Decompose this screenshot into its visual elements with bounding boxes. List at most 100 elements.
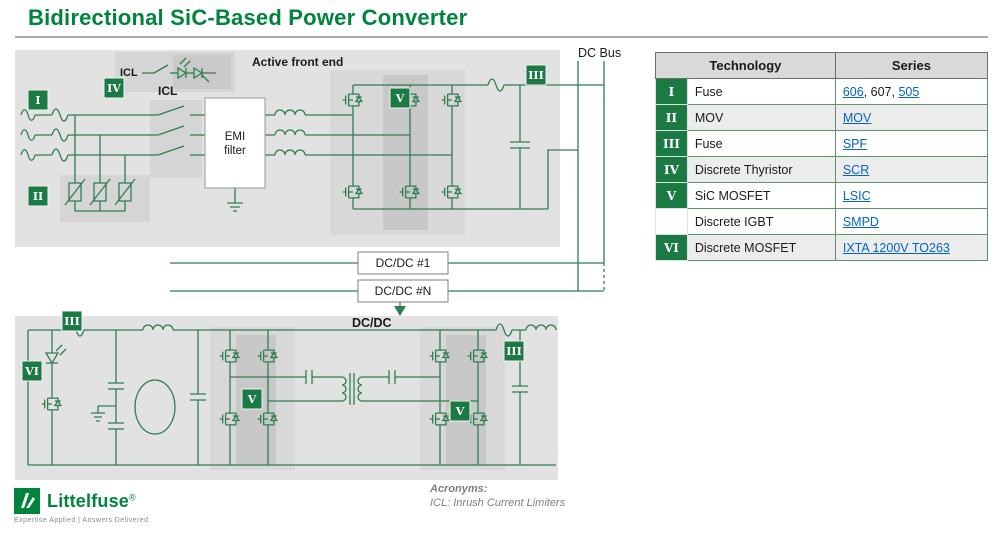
registered-mark: ®: [129, 492, 136, 503]
badge-afe-sic-mosfet: V: [389, 87, 411, 109]
input-fuse-icons: [51, 108, 69, 162]
badge-afe-input-fuse: I: [27, 89, 49, 111]
technology-cell: Fuse: [686, 130, 836, 157]
title-divider: [15, 36, 988, 38]
col-header-technology: Technology: [655, 52, 836, 79]
dc-output-fuse-icon: [487, 78, 604, 92]
series-link[interactable]: MOV: [842, 110, 872, 125]
technology-cell: MOV: [686, 104, 836, 131]
badge-dcdc-discrete-mosfet: VI: [21, 360, 43, 382]
svg-text:I: I: [35, 94, 40, 107]
svg-text:III: III: [64, 315, 79, 328]
series-link[interactable]: SPF: [842, 136, 868, 151]
svg-text:V: V: [455, 405, 465, 418]
secondary-bridge-wiring: [362, 330, 479, 465]
svg-text:VI: VI: [24, 365, 39, 378]
dc-link-capacitor-icon: [510, 85, 530, 209]
series-link[interactable]: LSIC: [842, 188, 871, 203]
footer-brand: Littelfuse® Expertise Applied | Answers …: [14, 488, 148, 524]
series-cell: SCR: [834, 156, 989, 183]
col-header-series: Series: [834, 52, 989, 79]
icl-precharge-circuit: [142, 57, 216, 83]
badge-dcdc-primary-bridge: V: [241, 388, 263, 410]
series-cell: SMPD: [834, 208, 989, 235]
row-numeral-badge: II: [655, 104, 688, 131]
svg-text:V: V: [395, 92, 405, 105]
brand-name: Littelfuse: [47, 490, 130, 511]
dcdc-block-background: [15, 316, 558, 480]
series-link[interactable]: IXTA 1200V TO263: [842, 240, 950, 255]
badge-afe-dc-fuse: III: [525, 64, 547, 86]
technology-cell: Discrete MOSFET: [686, 234, 836, 261]
row-numeral-badge: V: [655, 182, 688, 209]
emi-filter-box: EMI filter: [204, 97, 266, 189]
mov-varistor-network: [64, 115, 136, 212]
technology-cell: Fuse: [686, 78, 836, 105]
series-cell: MOV: [834, 104, 989, 131]
svg-text:IV: IV: [107, 82, 121, 95]
series-link[interactable]: 505: [898, 84, 920, 99]
y-capacitors-ground: [91, 330, 124, 465]
circuit-diagram: EMI filter DC/DC #1 DC/DC #N ICL Active …: [15, 46, 621, 480]
table-row: Discrete IGBT SMPD: [655, 208, 989, 235]
series-link[interactable]: SCR: [842, 162, 870, 177]
svg-text:III: III: [528, 69, 543, 82]
icl-top-label: ICL: [120, 67, 138, 79]
afe-bridge-wiring: [352, 84, 578, 210]
svg-text:II: II: [33, 190, 43, 203]
row-numeral-badge: IV: [655, 156, 688, 183]
emi-ground-icon: [227, 188, 243, 212]
badge-dcdc-output-fuse: III: [503, 340, 525, 362]
svg-text:III: III: [506, 345, 521, 358]
row-numeral-badge: VI: [655, 234, 688, 261]
dc-bus-rails: [577, 61, 605, 291]
common-mode-choke-icon: [134, 379, 176, 435]
acronyms-heading: Acronyms:: [430, 483, 488, 495]
acronyms-text: ICL: Inrush Current Limiters: [430, 497, 566, 510]
svg-text:V: V: [247, 393, 257, 406]
transformer-icon: [341, 373, 363, 405]
ac-source-icons: [20, 109, 36, 161]
dcdc-module-1-box: DC/DC #1: [357, 251, 449, 275]
badge-dcdc-secondary-bridge: V: [449, 400, 471, 422]
badge-afe-thyristor: IV: [103, 77, 125, 99]
icl-main-label: ICL: [158, 84, 177, 98]
acronyms-note: Acronyms: ICL: Inrush Current Limiters: [430, 482, 565, 511]
primary-bridge-wiring: [229, 330, 342, 465]
series-link[interactable]: 606: [842, 84, 864, 99]
circuit: [20, 57, 605, 466]
series-cell: SPF: [834, 130, 989, 157]
technology-cell: Discrete Thyristor: [686, 156, 836, 183]
dcdc-block-title: DC/DC: [352, 316, 392, 330]
emi-filter-label-2: filter: [224, 145, 246, 157]
line-inductor-icons: [274, 109, 306, 156]
series-cell: 606, 607, 505: [834, 78, 989, 105]
page-title: Bidirectional SiC-Based Power Converter: [28, 5, 468, 30]
row-numeral-badge: [655, 208, 688, 235]
technology-cell: Discrete IGBT: [686, 208, 836, 235]
dc-bus-label: DC Bus: [578, 46, 621, 60]
littelfuse-logo-icon: [14, 488, 40, 514]
dc-blocking-capacitor-icon: [190, 330, 206, 465]
badge-dcdc-input-fuse: III: [61, 310, 83, 332]
afe-block-background: [15, 50, 560, 247]
series-cell: IXTA 1200V TO263: [834, 234, 989, 261]
icl-switch-icons: [157, 105, 185, 156]
emi-filter-label-1: EMI: [225, 131, 245, 143]
brand-tagline: Expertise Applied | Answers Delivered: [14, 517, 149, 524]
clamp-mosfet-branch: [44, 330, 67, 465]
dcdc-module-n-box: DC/DC #N: [357, 279, 449, 303]
series-link[interactable]: SMPD: [842, 214, 879, 229]
dcdc-module-n-label: DC/DC #N: [375, 284, 432, 298]
table-header-row: Technology Series: [655, 52, 989, 79]
row-numeral-badge: I: [655, 78, 688, 105]
dcdc-module-1-label: DC/DC #1: [376, 256, 431, 270]
